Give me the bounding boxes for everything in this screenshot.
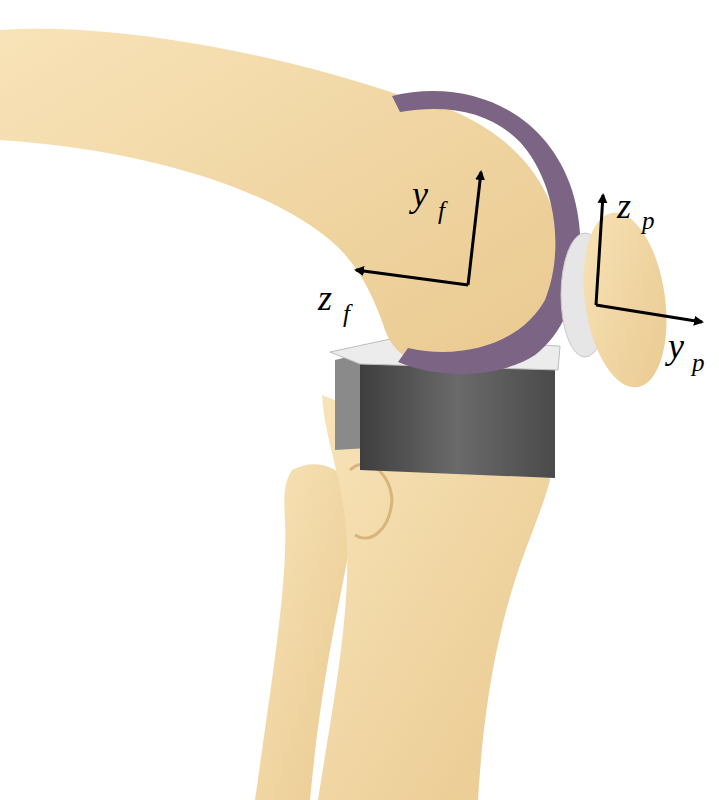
femoral-component — [392, 91, 580, 374]
axis-subscript: p — [642, 208, 655, 233]
tray-front — [360, 362, 555, 478]
axis-subscript: f — [343, 301, 350, 326]
axis-label: z — [318, 280, 332, 316]
axis-subscript: p — [692, 350, 705, 375]
axis-subscript: f — [438, 198, 445, 223]
axis-label: y — [668, 328, 684, 364]
axis-label: z — [617, 188, 631, 224]
femur — [0, 29, 560, 370]
patella — [573, 207, 677, 392]
axis-label: y — [412, 176, 428, 212]
tibial-tubercle — [350, 464, 392, 538]
coordinate-frames — [356, 172, 702, 322]
